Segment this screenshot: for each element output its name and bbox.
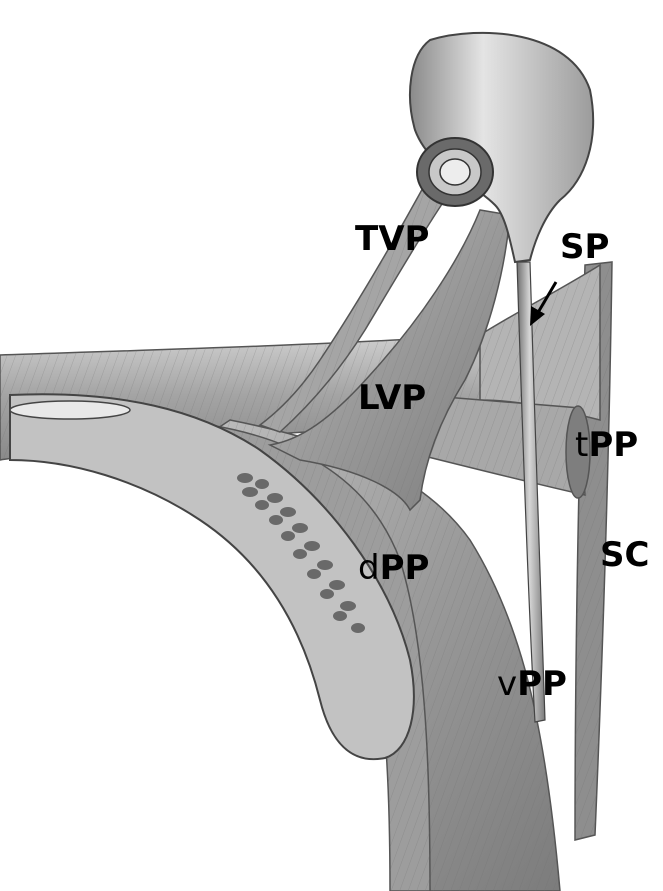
label-tpp-prefix: t xyxy=(575,425,589,465)
label-tvp: TVP xyxy=(355,219,430,259)
tube-opening-inner xyxy=(439,158,471,186)
label-dpp-main: PP xyxy=(379,548,430,588)
sp-rod xyxy=(516,261,546,723)
label-sp: SP xyxy=(560,227,610,267)
label-tpp: tPP xyxy=(575,428,638,462)
label-dpp-prefix: d xyxy=(358,548,380,588)
sp-arrow-head xyxy=(530,306,545,326)
tpp-cut-end xyxy=(565,405,591,499)
label-sc: SC xyxy=(600,535,650,575)
label-dpp: dPP xyxy=(358,551,429,585)
oval-cell-pattern xyxy=(237,473,365,633)
tube-cartilage xyxy=(409,31,595,264)
label-vpp-main: PP xyxy=(517,664,567,704)
label-lvp: LVP xyxy=(358,378,427,418)
label-vpp-prefix: v xyxy=(497,664,518,704)
sp-arrow-line xyxy=(534,281,558,317)
curved-structure xyxy=(9,393,415,761)
oval-slot xyxy=(9,400,131,420)
label-tpp-main: PP xyxy=(588,425,639,465)
label-vpp: vPP xyxy=(497,667,567,701)
